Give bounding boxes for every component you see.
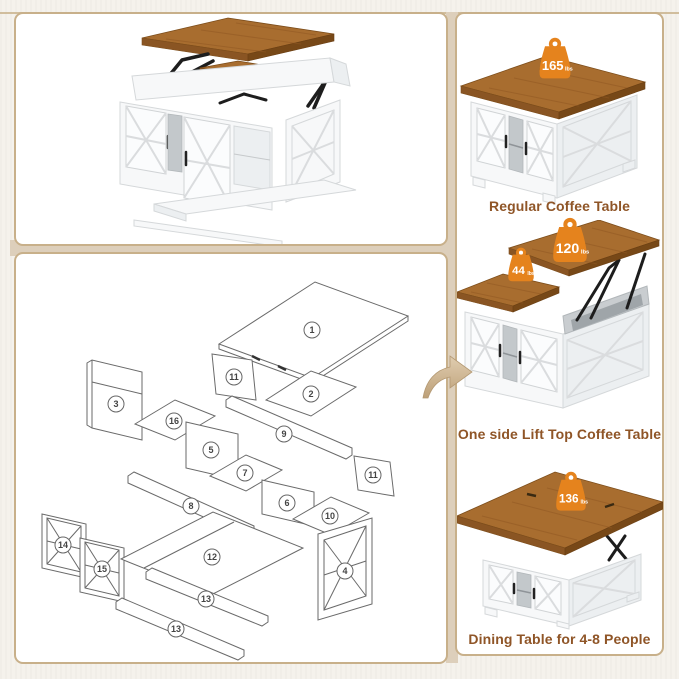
x-side-face: [562, 100, 632, 188]
exploded-table-illustration: [119, 17, 357, 248]
svg-text:15: 15: [97, 564, 107, 574]
part-shelf-panel-b: 7: [208, 454, 284, 492]
part-x-side-panel: 4: [317, 517, 373, 621]
svg-text:44: 44: [512, 265, 525, 277]
weight-capacity-badge: 165 lbs: [532, 36, 578, 84]
weight-capacity-badge: 120 lbs: [545, 216, 595, 268]
variants-card: 165 lbs Regular Coffee Table: [455, 12, 664, 656]
part-barn-door-b: 15: [79, 537, 125, 603]
svg-text:9: 9: [281, 429, 286, 439]
svg-text:165: 165: [542, 58, 564, 73]
barn-door-right: [520, 329, 558, 393]
svg-text:lbs: lbs: [581, 499, 589, 505]
svg-text:lbs: lbs: [527, 271, 534, 277]
part-top-panel: 1: [217, 281, 410, 384]
part-shelf-panel-c: 10: [291, 496, 371, 536]
part-small-top: 2: [264, 370, 358, 417]
lift-arm: [605, 534, 629, 562]
x-side-panel: [285, 99, 341, 203]
tabletop-slab: [459, 55, 647, 120]
svg-text:12: 12: [207, 552, 217, 562]
svg-text:2: 2: [308, 389, 313, 399]
part-side-panel-left: 3: [86, 359, 143, 441]
regular-coffee-table-illustration: [459, 55, 647, 205]
svg-text:14: 14: [58, 540, 68, 550]
part-long-rail-right: 9: [225, 395, 353, 460]
svg-text:6: 6: [284, 498, 289, 508]
part-bottom-panel: 12: [119, 511, 305, 596]
part-runner-rail-a: 13: [145, 567, 269, 627]
svg-text:13: 13: [201, 594, 211, 604]
svg-text:7: 7: [242, 468, 247, 478]
variant-label-regular: Regular Coffee Table: [489, 198, 630, 214]
open-box-interior: [562, 285, 650, 335]
svg-text:1: 1: [309, 325, 314, 335]
exploded-render-card: [14, 12, 448, 248]
base-platform: [133, 179, 357, 248]
parts-diagram-card: 1 2 11 3 16: [14, 252, 448, 664]
svg-text:11: 11: [368, 470, 378, 480]
cabinet-back-frame: [131, 57, 351, 101]
svg-text:120: 120: [556, 241, 580, 257]
svg-text:lbs: lbs: [565, 67, 573, 73]
svg-text:8: 8: [188, 501, 193, 511]
svg-text:16: 16: [169, 416, 179, 426]
svg-text:4: 4: [342, 566, 347, 576]
part-small-panel-right: 11: [353, 455, 395, 497]
variant-label-lift-top: One side Lift Top Coffee Table: [457, 426, 662, 442]
part-small-panel-left: 11: [211, 353, 257, 401]
variant-label-dining: Dining Table for 4-8 People: [468, 631, 651, 647]
lift-arms: [575, 252, 647, 322]
cabinet-body: [119, 101, 273, 211]
x-side-face: [566, 311, 644, 399]
barn-door-left: [125, 105, 170, 175]
part-runner-rail-b: 13: [115, 597, 245, 661]
svg-text:5: 5: [208, 445, 213, 455]
small-fixed-top: [457, 273, 561, 313]
feet: [472, 159, 636, 205]
tabletop-slab: [141, 17, 335, 62]
svg-text:13: 13: [171, 624, 181, 634]
part-barn-door-a: 14: [41, 513, 87, 579]
barn-door-left: [488, 564, 514, 605]
open-compartment: [233, 125, 271, 191]
barn-door-left: [470, 316, 500, 378]
svg-text:10: 10: [325, 511, 335, 521]
weight-capacity-badge: 44 lbs: [502, 246, 540, 286]
barn-door-center: [183, 116, 231, 207]
weight-capacity-badge: 136 lbs: [549, 470, 593, 516]
parts-diagram-illustration: 1 2 11 3 16: [41, 281, 410, 661]
feet: [484, 591, 640, 630]
barn-door-right: [526, 120, 554, 182]
barn-door-left: [476, 107, 506, 169]
svg-text:3: 3: [113, 399, 118, 409]
transform-arrow-icon: [420, 352, 474, 400]
svg-text:11: 11: [229, 372, 239, 382]
svg-text:136: 136: [559, 493, 579, 506]
barn-door-right: [534, 575, 562, 616]
svg-text:lbs: lbs: [581, 250, 589, 256]
part-divider-panel: 5: [185, 421, 239, 481]
part-shelf-panel-a: 16: [133, 399, 217, 441]
